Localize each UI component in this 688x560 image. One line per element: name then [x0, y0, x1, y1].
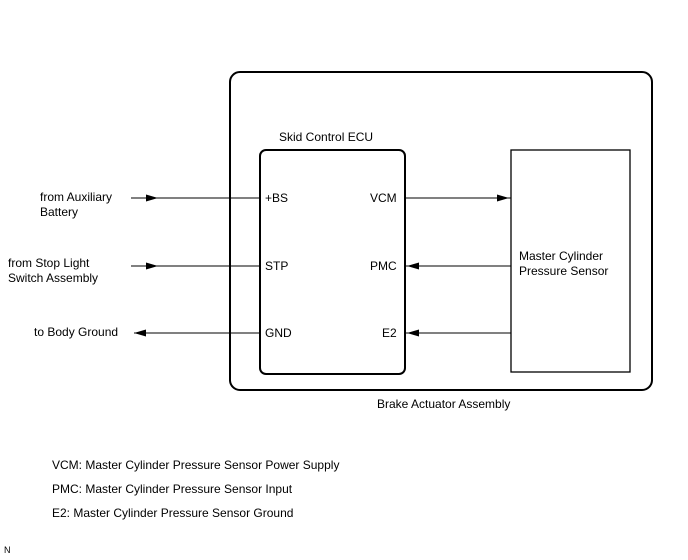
- skid-control-ecu-title: Skid Control ECU: [279, 130, 374, 144]
- legend-e2: E2: Master Cylinder Pressure Sensor Grou…: [52, 506, 294, 520]
- brake-actuator-assembly-box: [229, 71, 653, 391]
- arrow-pmc: [407, 262, 419, 270]
- label-to-body-ground: to Body Ground: [34, 325, 119, 339]
- corner-mark: N: [4, 545, 11, 555]
- pin-e2: E2: [382, 326, 397, 340]
- pin-pmc: PMC: [370, 259, 397, 273]
- arrow-e2: [407, 329, 419, 337]
- pin-stp: STP: [265, 259, 289, 273]
- pin-gnd: GND: [265, 326, 292, 340]
- legend-pmc: PMC: Master Cylinder Pressure Sensor Inp…: [52, 482, 293, 496]
- arrow-vcm: [497, 194, 509, 202]
- label-from-stop-light-switch: from Stop Light Switch Assembly: [8, 256, 99, 285]
- arrow-aux-battery: [146, 194, 158, 202]
- legend-vcm: VCM: Master Cylinder Pressure Sensor Pow…: [52, 458, 340, 472]
- pin-bs: +BS: [265, 191, 289, 205]
- arrow-stop-light: [146, 262, 158, 270]
- label-from-auxiliary-battery: from Auxiliary Battery: [40, 190, 113, 219]
- arrow-body-ground: [134, 329, 146, 337]
- pressure-sensor-box: [510, 149, 631, 373]
- brake-actuator-assembly-label: Brake Actuator Assembly: [377, 397, 511, 411]
- pin-vcm: VCM: [370, 191, 397, 205]
- skid-control-ecu-box: [259, 149, 406, 375]
- master-cylinder-pressure-sensor-label: Master Cylinder Pressure Sensor: [519, 249, 609, 278]
